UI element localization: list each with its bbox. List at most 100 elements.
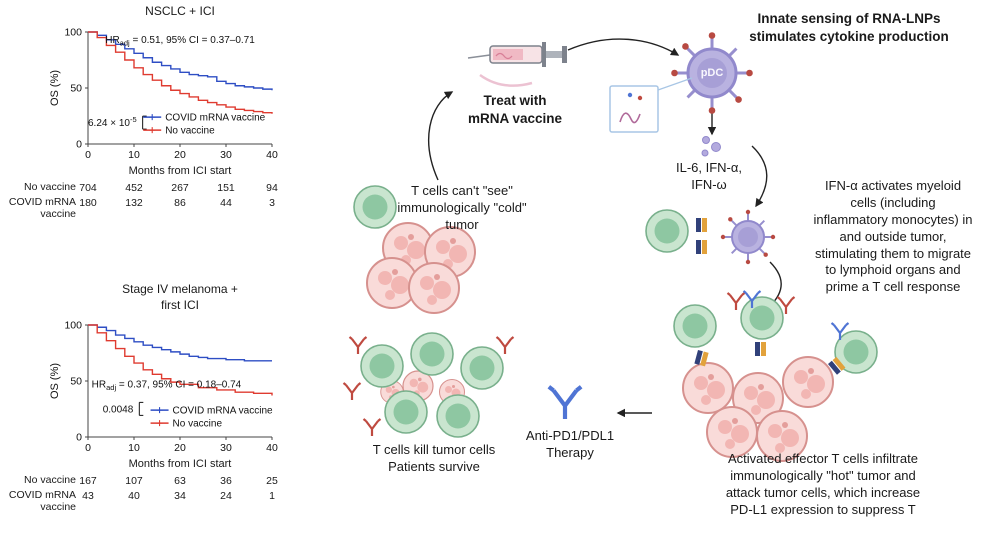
chart-element: -5 — [130, 115, 137, 124]
t-cell — [673, 304, 717, 348]
antibody-red-icon — [726, 291, 746, 312]
risk-count: 452 — [125, 182, 143, 194]
innate-sensing-label: Innate sensing of RNA-LNPs stimulates cy… — [749, 11, 949, 44]
survival-curve — [88, 31, 273, 114]
risk-count: 267 — [171, 182, 189, 194]
chart-element: adj — [120, 39, 130, 48]
cycle-arrows — [428, 38, 782, 418]
t-cell — [645, 209, 689, 253]
x-tick-label: 20 — [174, 149, 186, 161]
chart-element: = 0.37, 95% CI = 0.18–0.74 — [116, 380, 242, 391]
risk-count: 34 — [174, 490, 186, 503]
mechanism-diagram — [300, 0, 1000, 533]
antibody-red-icon — [348, 335, 368, 356]
arrow-cytokines-to-myeloid — [751, 145, 768, 208]
risk-count: 180 — [79, 197, 97, 209]
chart-element: 6.24 × 10 — [88, 118, 130, 129]
y-axis-label: OS (%) — [49, 363, 61, 399]
chart-element: HR — [105, 35, 119, 46]
x-tick-label: 40 — [266, 149, 278, 161]
antibody-red-icon — [342, 381, 362, 402]
risk-count: 43 — [82, 490, 94, 503]
t-cell — [436, 394, 480, 438]
tumor-cell — [706, 406, 758, 458]
x-tick-label: 40 — [266, 442, 278, 454]
survival-curve — [88, 324, 273, 396]
hr-annotation: HRadj = 0.37, 95% CI = 0.18–0.74 — [92, 380, 242, 393]
y-tick-label: 100 — [64, 320, 82, 332]
t-cell — [353, 185, 397, 229]
chart-element: 0.0048 — [103, 405, 134, 416]
legend-marker — [149, 114, 156, 121]
survival-curve — [88, 324, 272, 362]
chart-element: HR — [92, 380, 106, 391]
p-value: 0.0048 — [103, 405, 134, 416]
survival-curve — [88, 31, 273, 91]
risk-count: 151 — [217, 182, 235, 194]
legend-label: No vaccine — [173, 419, 223, 430]
t-cell — [410, 332, 454, 376]
x-tick-label: 20 — [174, 442, 186, 454]
receptor-synapse — [696, 240, 707, 254]
risk-count: 25 — [266, 475, 278, 488]
p-value-bracket — [142, 115, 147, 130]
kill-label: T cells kill tumor cells Patients surviv… — [372, 442, 496, 474]
hot-tumor-group — [673, 289, 878, 462]
arrow-cold-to-treat — [428, 91, 454, 181]
risk-row-label: COVID mRNA vaccine — [8, 196, 76, 220]
t-cell — [384, 390, 428, 434]
cytokine-dots — [701, 136, 721, 157]
x-tick-label: 30 — [220, 442, 232, 454]
y-tick-label: 0 — [76, 139, 82, 151]
antibody-red-icon — [495, 335, 515, 356]
receptor-synapse — [755, 342, 766, 356]
y-tick-label: 100 — [64, 27, 82, 39]
hr-annotation: HRadj = 0.51, 95% CI = 0.37–0.71 — [105, 35, 255, 48]
ifn-activation-label: IFN-α activates myeloid cells (including… — [813, 178, 973, 295]
p-value: 6.24 × 10-5 — [88, 115, 137, 129]
antibody-red-icon — [362, 417, 382, 438]
risk-count: 24 — [220, 490, 232, 503]
legend-label: COVID mRNA vaccine — [165, 113, 265, 124]
diagram-canvas — [342, 30, 878, 462]
x-tick-label: 0 — [85, 442, 91, 454]
t-cell — [740, 296, 784, 340]
risk-row-label: No vaccine — [24, 181, 76, 193]
risk-count: 86 — [174, 197, 186, 209]
x-tick-label: 10 — [128, 149, 140, 161]
risk-count: 36 — [220, 475, 232, 488]
legend-label: No vaccine — [165, 126, 215, 137]
therapy-label: Anti-PD1/PDL1 Therapy — [525, 428, 615, 460]
risk-count: 40 — [128, 490, 140, 503]
risk-count: 63 — [174, 475, 186, 488]
risk-count: 3 — [269, 197, 275, 209]
cold-tumor-label: T cells can't "see" immunologically "col… — [397, 183, 527, 232]
t-cell — [360, 344, 404, 388]
y-axis-label: OS (%) — [49, 70, 61, 106]
therapy-antibody-icon — [549, 387, 581, 419]
chart-element: = 0.51, 95% CI = 0.37–0.71 — [130, 35, 256, 46]
risk-count: 167 — [79, 475, 97, 488]
receptor-synapse — [696, 218, 707, 232]
pdc-label: pDC — [700, 67, 724, 79]
arrow-treat-to-pdc — [567, 38, 680, 56]
tumor-cell — [682, 362, 734, 414]
x-tick-label: 0 — [85, 149, 91, 161]
cytokines-label: IL-6, IFN-α, IFN-ω — [675, 160, 743, 192]
x-axis-label: Months from ICI start — [128, 165, 232, 177]
risk-count: 107 — [125, 475, 143, 488]
risk-row-label: COVID mRNA vaccine — [8, 489, 76, 513]
y-tick-label: 0 — [76, 432, 82, 444]
x-tick-label: 30 — [220, 149, 232, 161]
tumor-cell — [408, 262, 460, 314]
y-tick-label: 50 — [70, 83, 82, 95]
myeloid-cell — [719, 208, 777, 266]
p-value-bracket — [138, 402, 144, 417]
risk-count: 94 — [266, 182, 278, 194]
km-plot-nsclc: 0 50 100 0 10 20 30 40 OS (%) HRadj = 0.51, 95% C… — [49, 27, 278, 162]
chart-element: adj — [106, 383, 116, 392]
syringe-icon — [467, 42, 567, 87]
